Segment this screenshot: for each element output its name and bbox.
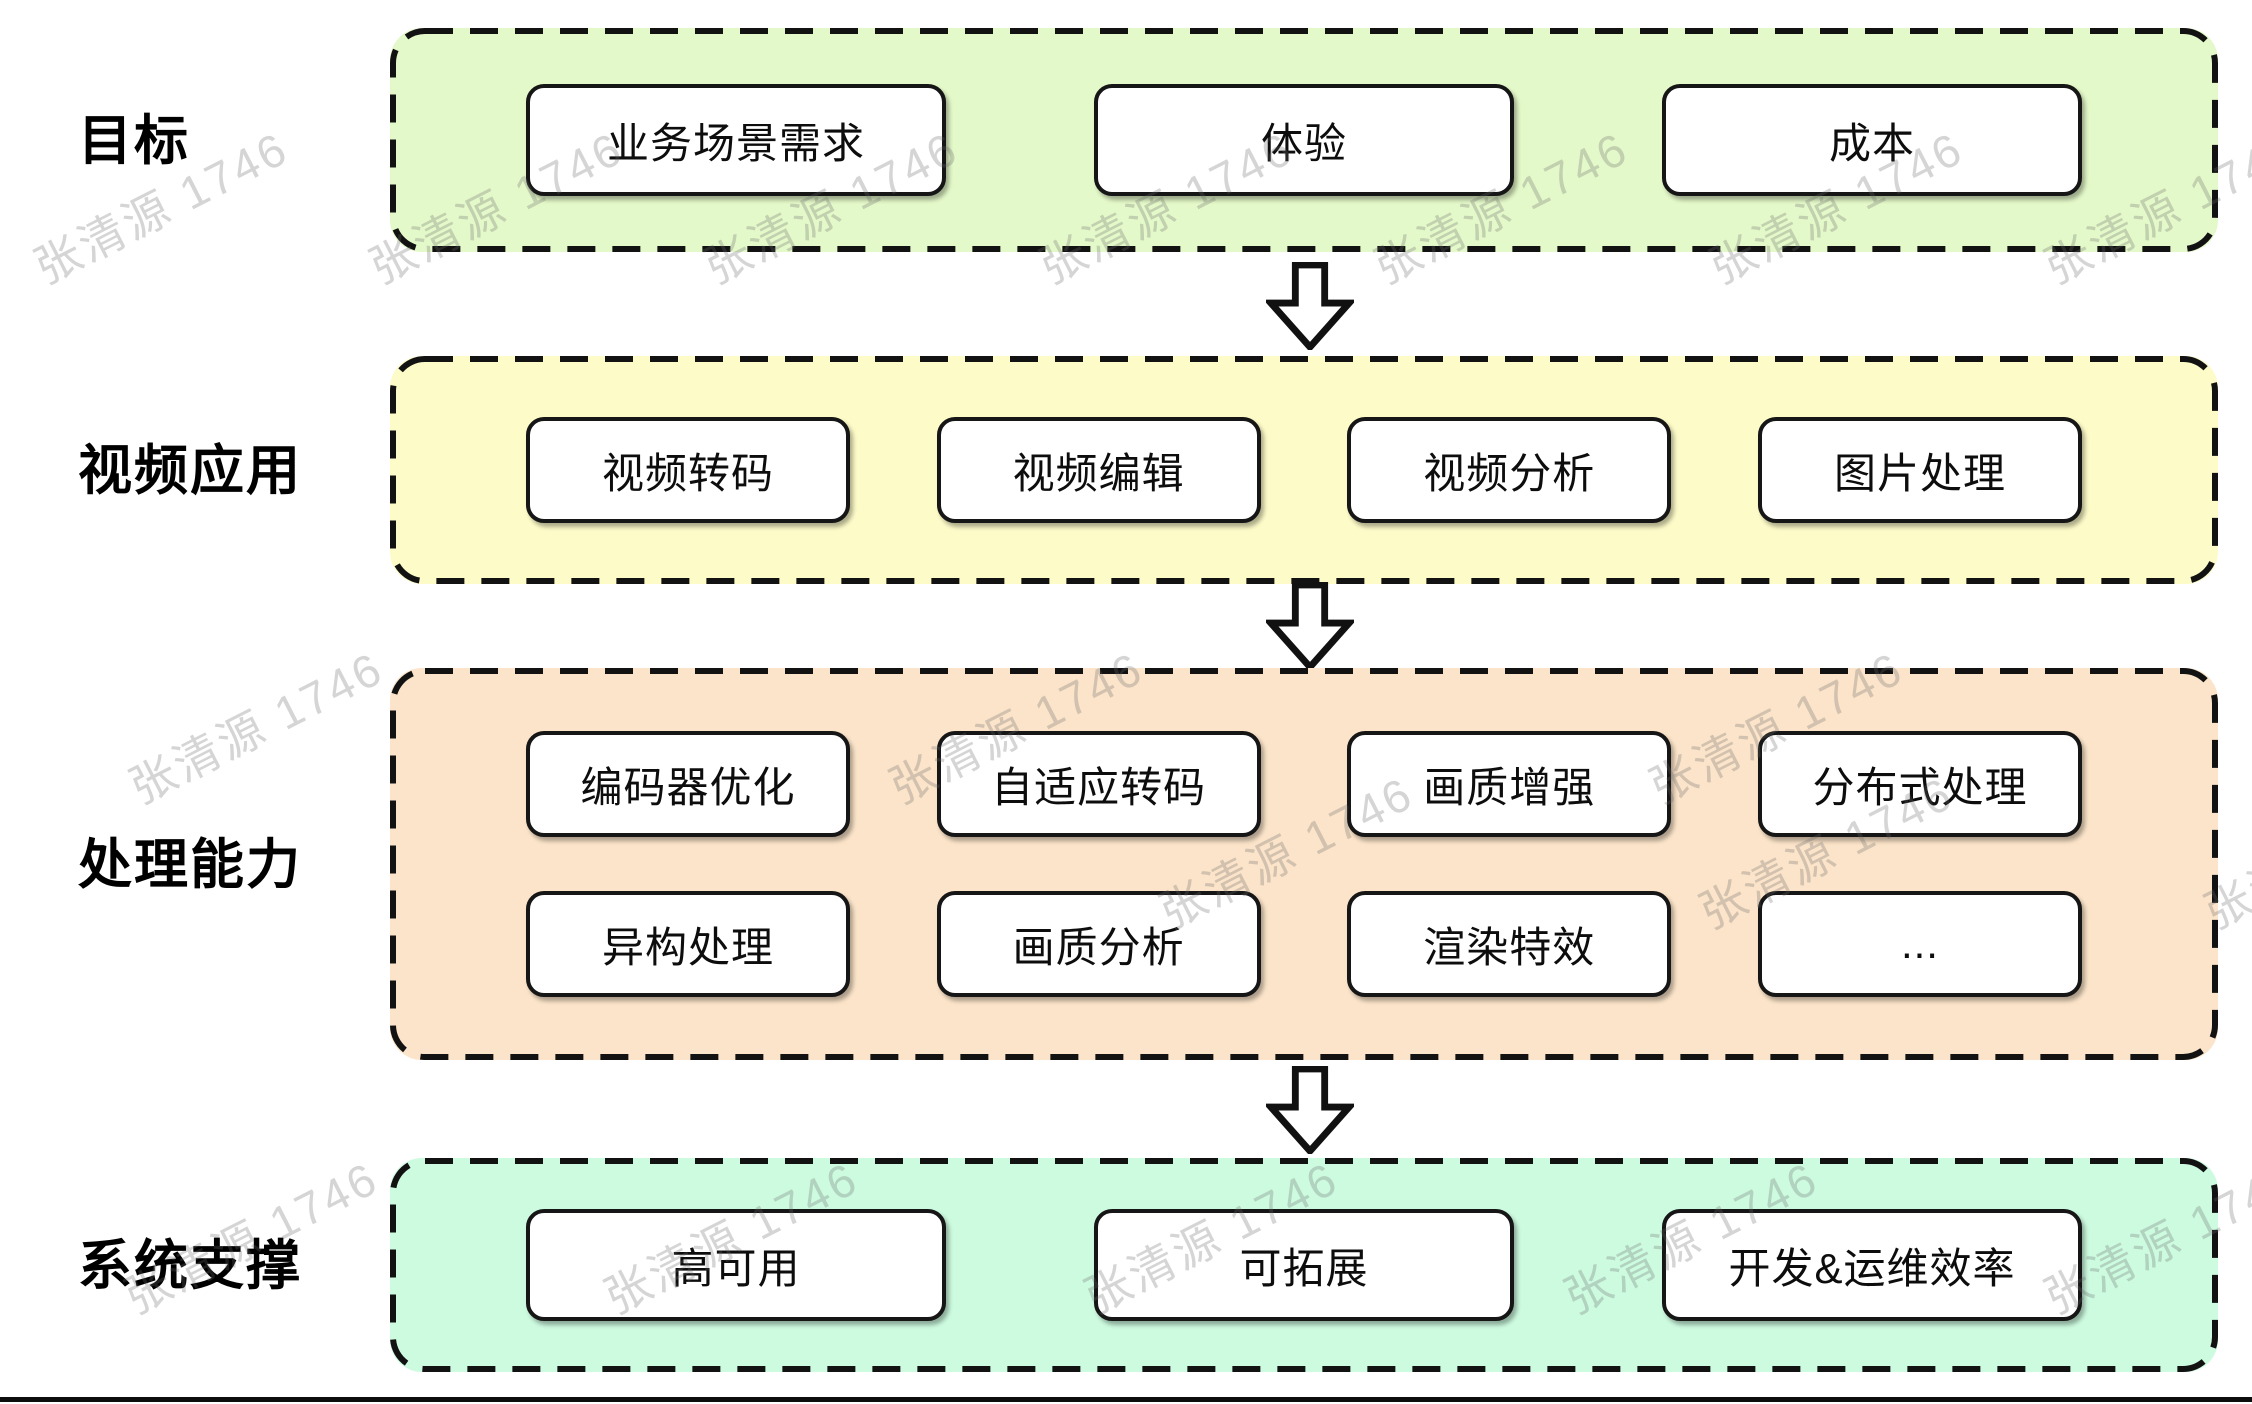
dashed-border: [390, 1158, 2218, 1372]
box-quality-enhancement: 画质增强: [1347, 731, 1672, 837]
box-more-ellipsis: ...: [1757, 891, 2082, 997]
down-arrow-icon: [1266, 582, 1354, 670]
box-video-analysis: 视频分析: [1347, 417, 1672, 523]
section-video-applications: 视频转码 视频编辑 视频分析 图片处理: [390, 356, 2218, 584]
down-arrow-icon: [1266, 1066, 1354, 1154]
box-adaptive-transcoding: 自适应转码: [936, 731, 1261, 837]
box-distributed-processing: 分布式处理: [1757, 731, 2082, 837]
box-business-scenario-requirements: 业务场景需求: [526, 84, 946, 196]
box-quality-analysis: 画质分析: [936, 891, 1261, 997]
box-scalability: 可拓展: [1094, 1209, 1514, 1321]
box-cost: 成本: [1662, 84, 2082, 196]
dashed-border: [390, 28, 2218, 252]
box-video-transcoding: 视频转码: [526, 417, 850, 523]
box-encoder-optimization: 编码器优化: [526, 731, 850, 837]
section-processing-capabilities: 编码器优化 自适应转码 画质增强 分布式处理 异构处理 画质分析 渲染特效 ..…: [390, 668, 2218, 1060]
section-label-goals: 目标: [78, 111, 190, 171]
watermark-text: 张清源 1746: [116, 1151, 387, 1324]
dashed-border: [390, 356, 2218, 584]
section-label-processing-capabilities: 处理能力: [78, 835, 302, 895]
box-heterogeneous-processing: 异构处理: [526, 891, 850, 997]
section-goals: 业务场景需求 体验 成本: [390, 28, 2218, 252]
box-high-availability: 高可用: [526, 1209, 946, 1321]
box-rendering-effects: 渲染特效: [1347, 891, 1672, 997]
section-label-video-applications: 视频应用: [78, 441, 302, 501]
watermark-text: 张清源 1746: [121, 641, 392, 814]
box-image-processing: 图片处理: [1757, 417, 2082, 523]
section-system-support: 高可用 可拓展 开发&运维效率: [390, 1158, 2218, 1372]
box-dev-ops-efficiency: 开发&运维效率: [1662, 1209, 2082, 1321]
box-video-editing: 视频编辑: [936, 417, 1261, 523]
section-label-system-support: 系统支撑: [78, 1236, 302, 1296]
bottom-border-line: [0, 1397, 2252, 1402]
dashed-border: [390, 668, 2218, 1060]
down-arrow-icon: [1266, 262, 1354, 350]
box-experience: 体验: [1094, 84, 1514, 196]
